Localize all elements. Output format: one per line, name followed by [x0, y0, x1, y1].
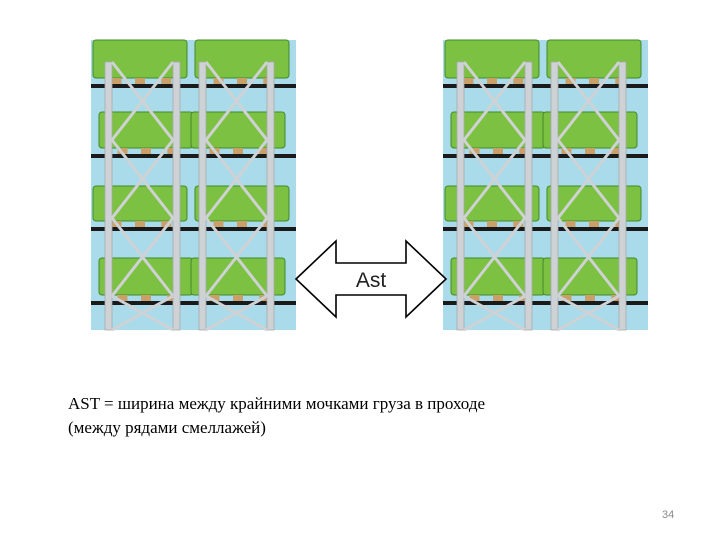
pallet-block-left: [111, 78, 122, 84]
arrow-label: Ast: [356, 269, 387, 292]
rack-beam-right: [443, 154, 648, 158]
caption-line-2: (между рядами смеллажей): [68, 418, 266, 437]
rack-brace-right: [557, 294, 620, 332]
pallet-block-left: [141, 148, 151, 154]
rack-beam-left: [91, 154, 296, 158]
caption-line-1: AST = ширина между крайними мочками груз…: [68, 394, 486, 413]
rack-brace-right: [556, 61, 621, 141]
pallet-block-left: [161, 78, 172, 84]
rack-beam-left: [91, 301, 296, 305]
page-number: 34: [662, 509, 675, 521]
rack-upright-left: [172, 61, 181, 331]
caption: AST = ширина между крайними мочками груз…: [68, 392, 628, 440]
pallet-block-right: [493, 295, 503, 301]
pallet-block-right: [589, 78, 599, 84]
rack-gap-left: [91, 90, 296, 96]
rack-brace-right: [556, 139, 621, 219]
rack-brace-left: [110, 139, 175, 219]
rack-gap-right: [443, 307, 648, 313]
rack-upright-right: [456, 61, 465, 331]
pallet-block-left: [117, 295, 128, 301]
pallet-block-right: [585, 148, 595, 154]
pallet-block-right: [589, 221, 599, 227]
pallet-block-right: [565, 221, 576, 227]
rack-upright-right: [550, 61, 559, 331]
pallet-block-left: [233, 148, 243, 154]
rack-beam-right: [443, 84, 648, 88]
pallet-block-left: [167, 148, 178, 154]
rack-group: [91, 39, 648, 332]
rack-brace-left: [110, 61, 175, 141]
pallet-block-left: [213, 78, 224, 84]
pallet-block-left: [141, 295, 151, 301]
rack-brace-left: [204, 139, 269, 219]
pallet-block-right: [493, 148, 503, 154]
rack-aisle-diagram: Ast: [91, 39, 648, 332]
rack-brace-left: [205, 294, 268, 332]
pallet-block-right: [585, 295, 595, 301]
pallet-block-right: [565, 78, 576, 84]
rack-gap-left: [91, 233, 296, 239]
rack-brace-left: [111, 294, 174, 332]
pallet-block-left: [209, 295, 220, 301]
pallet-block-right: [611, 148, 622, 154]
pallet-block-right: [519, 148, 530, 154]
rack-brace-right: [462, 61, 527, 141]
pallet-block-right: [487, 78, 497, 84]
rack-upright-left: [104, 61, 113, 331]
pallet-load-right: [546, 39, 642, 79]
pallet-block-left: [259, 148, 270, 154]
pallet-load-left: [194, 39, 290, 79]
rack-upright-right: [524, 61, 533, 331]
rack-upright-right: [618, 61, 627, 331]
rack-upright-left: [266, 61, 275, 331]
rack-gap-right: [443, 90, 648, 96]
aisle-width-arrow: Ast: [294, 239, 448, 319]
rack-gap-right: [443, 160, 648, 166]
rack-brace-right: [462, 217, 527, 297]
rack-brace-right: [556, 217, 621, 297]
pallet-block-left: [233, 295, 243, 301]
pallet-block-left: [161, 221, 172, 227]
pallet-block-left: [237, 221, 247, 227]
pallet-block-right: [561, 295, 572, 301]
rack-beam-right: [443, 227, 648, 231]
rack-beam-left: [91, 84, 296, 88]
pallet-block-right: [513, 221, 524, 227]
pallet-block-left: [135, 221, 145, 227]
rack-beam-left: [91, 227, 296, 231]
rack-brace-right: [463, 294, 526, 332]
rack-upright-left: [198, 61, 207, 331]
pallet-block-left: [213, 221, 224, 227]
rack-beam-right: [443, 301, 648, 305]
rack-brace-right: [462, 139, 527, 219]
pallet-block-right: [469, 295, 480, 301]
pallet-block-right: [463, 78, 474, 84]
rack-brace-left: [204, 217, 269, 297]
double-arrow-icon: [294, 239, 448, 319]
pallet-block-left: [135, 78, 145, 84]
pallet-block-right: [487, 221, 497, 227]
rack-brace-left: [204, 61, 269, 141]
rack-gap-left: [91, 160, 296, 166]
rack-gap-left: [91, 307, 296, 313]
pallet-block-right: [513, 78, 524, 84]
pallet-block-left: [237, 78, 247, 84]
rack-gap-right: [443, 233, 648, 239]
rack-brace-left: [110, 217, 175, 297]
